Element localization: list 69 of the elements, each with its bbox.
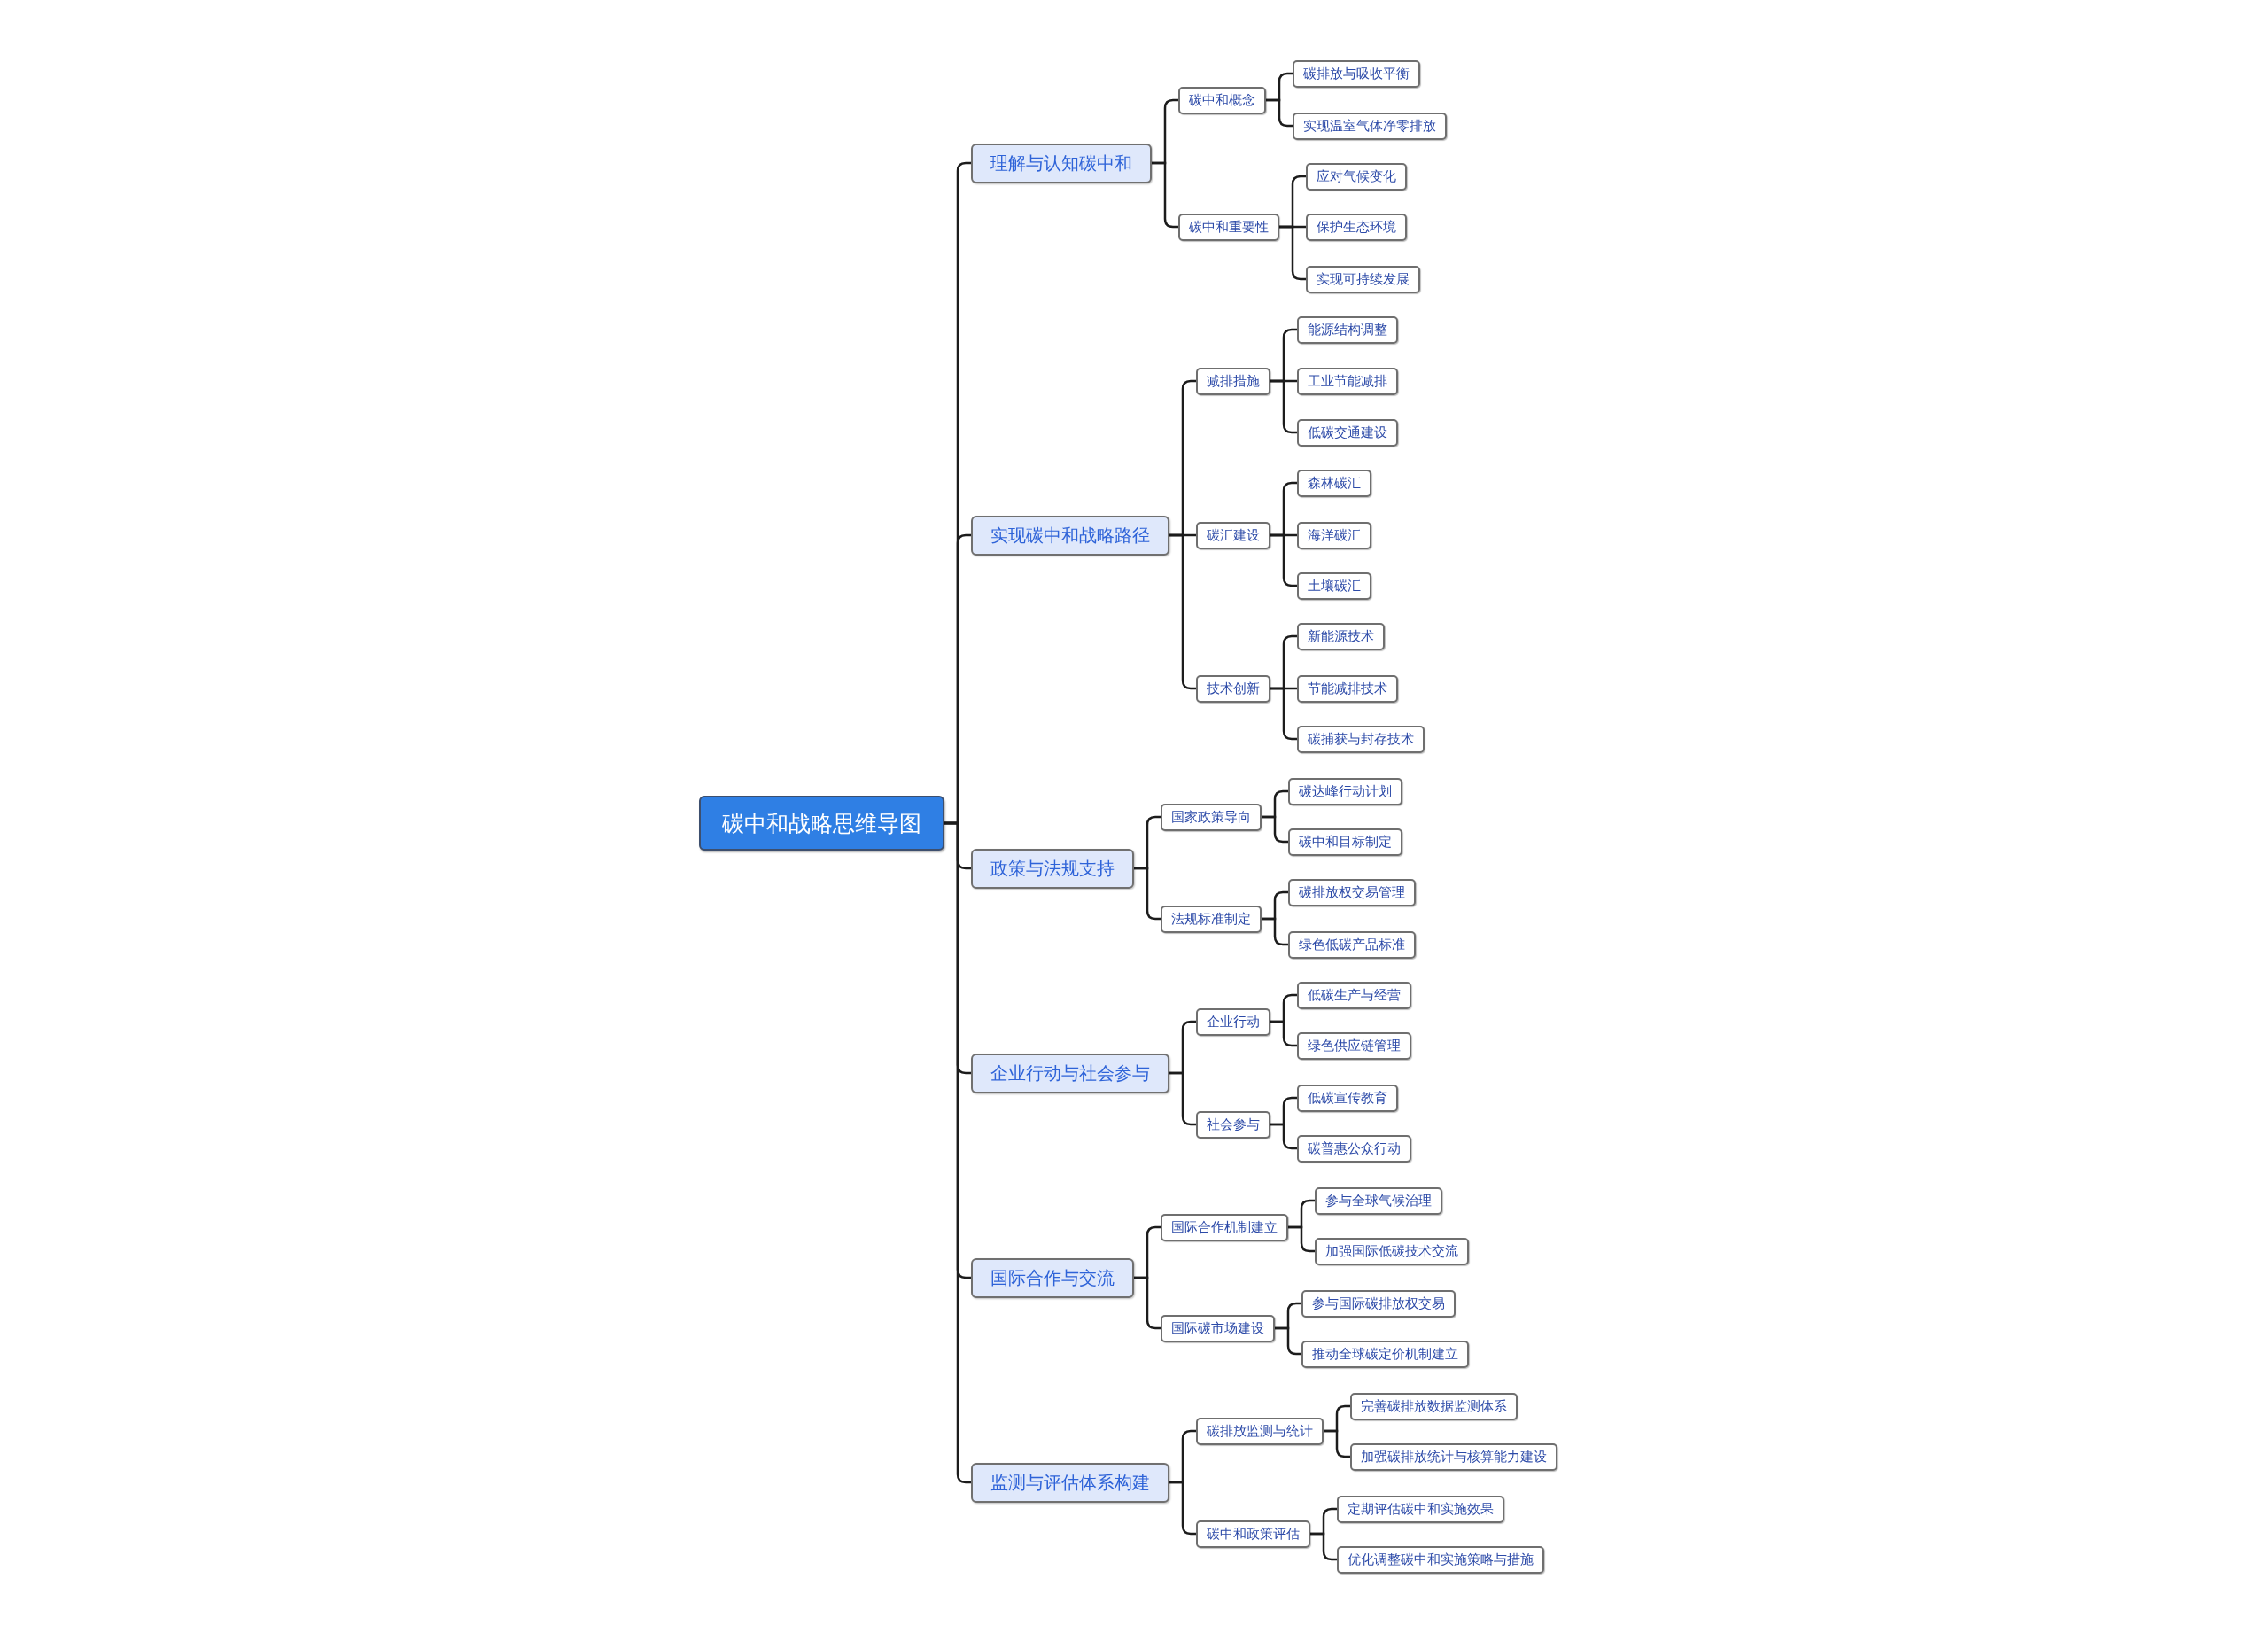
connector-line [1279,225,1306,281]
leaf-topic-box: 节能减排技术 [1297,674,1398,703]
topic-box: 政策与法规支持 [971,848,1134,889]
leaf-topic-box: 碳排放权交易管理 [1288,878,1416,906]
leaf-topic-box: 参与全球气候治理 [1315,1186,1442,1215]
topic-box: 理解与认知碳中和 [971,143,1152,183]
connector-line [1169,533,1196,690]
leaf-topic-box: 能源结构调整 [1297,315,1398,344]
subtopic-box: 碳中和重要性 [1178,213,1279,241]
subtopic-box: 国际合作机制建立 [1161,1213,1288,1241]
connector-line [1134,1276,1161,1330]
subtopic-box: 碳中和概念 [1178,86,1266,114]
leaf-topic-box: 定期评估碳中和实施效果 [1337,1495,1504,1523]
leaf-topic-box: 新能源技术 [1297,622,1385,650]
connector-line [1262,815,1288,844]
leaf-topic-box: 土壤碳汇 [1297,572,1371,600]
leaf-topic-box: 碳普惠公众行动 [1297,1134,1411,1163]
leaf-topic-box: 绿色低碳产品标准 [1288,930,1416,959]
central-topic-box: 碳中和战略思维导图 [699,796,944,851]
connector-line [1270,379,1297,434]
leaf-topic-box: 推动全球碳定价机制建立 [1301,1340,1469,1368]
subtopic-box: 企业行动 [1196,1007,1270,1036]
leaf-topic-box: 低碳交通建设 [1297,418,1398,447]
subtopic-box: 国际碳市场建设 [1161,1314,1275,1342]
leaf-topic-box: 参与国际碳排放权交易 [1301,1289,1456,1318]
leaf-topic-box: 绿色供应链管理 [1297,1031,1411,1060]
leaf-topic-box: 碳捕获与封存技术 [1297,725,1425,753]
leaf-topic-box: 保护生态环境 [1306,213,1407,241]
connector-line [1270,687,1297,741]
leaf-topic-box: 实现温室气体净零排放 [1293,112,1447,140]
leaf-topic-box: 森林碳汇 [1297,469,1371,497]
leaf-topic-box: 优化调整碳中和实施策略与措施 [1337,1545,1544,1574]
connector-line [1262,917,1288,946]
leaf-topic-box: 碳中和目标制定 [1288,828,1402,856]
topic-box: 实现碳中和战略路径 [971,515,1169,556]
topic-box: 监测与评估体系构建 [971,1462,1169,1503]
subtopic-box: 国家政策导向 [1161,803,1262,831]
subtopic-box: 法规标准制定 [1161,905,1262,933]
leaf-topic-box: 海洋碳汇 [1297,521,1371,549]
topic-box: 企业行动与社会参与 [971,1053,1169,1093]
connector-line [1324,1429,1350,1458]
connector-line [1275,1326,1301,1356]
leaf-topic-box: 低碳宣传教育 [1297,1084,1398,1112]
subtopic-box: 技术创新 [1196,674,1270,703]
subtopic-box: 社会参与 [1196,1110,1270,1139]
leaf-topic-box: 加强国际低碳技术交流 [1315,1237,1469,1265]
connector-line [1270,1123,1297,1150]
subtopic-box: 减排措施 [1196,367,1270,395]
leaf-topic-box: 碳排放与吸收平衡 [1293,59,1420,88]
leaf-topic-box: 工业节能减排 [1297,367,1398,395]
connector-line [1169,1481,1196,1536]
leaf-topic-box: 应对气候变化 [1306,162,1407,191]
connector-line [1134,867,1161,921]
connector-line [1266,98,1293,128]
subtopic-box: 碳排放监测与统计 [1196,1417,1324,1445]
connector-line [1310,1532,1337,1561]
connector-line [1270,1020,1297,1047]
leaf-topic-box: 加强碳排放统计与核算能力建设 [1350,1442,1557,1471]
leaf-topic-box: 低碳生产与经营 [1297,981,1411,1009]
connector-line [1288,1225,1315,1253]
leaf-topic-box: 碳达峰行动计划 [1288,777,1402,805]
connector-line [1270,533,1297,587]
leaf-topic-box: 实现可持续发展 [1306,265,1420,293]
topic-box: 国际合作与交流 [971,1257,1134,1298]
leaf-topic-box: 完善碳排放数据监测体系 [1350,1392,1518,1420]
connector-line [1152,161,1178,229]
subtopic-box: 碳汇建设 [1196,521,1270,549]
connector-line [1169,1071,1196,1126]
subtopic-box: 碳中和政策评估 [1196,1520,1310,1548]
